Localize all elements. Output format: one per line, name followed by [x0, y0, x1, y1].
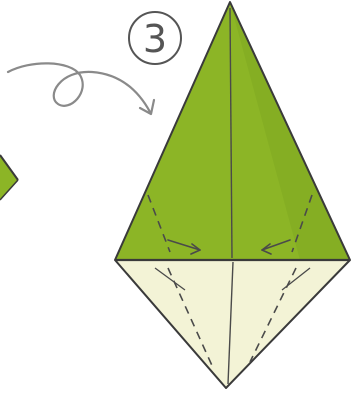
previous-step-shape: [0, 155, 18, 200]
motion-arrow: [8, 63, 154, 114]
motion-arrow-curve: [8, 63, 150, 112]
step-number: 3: [143, 17, 167, 61]
step-badge: 3: [129, 12, 181, 64]
